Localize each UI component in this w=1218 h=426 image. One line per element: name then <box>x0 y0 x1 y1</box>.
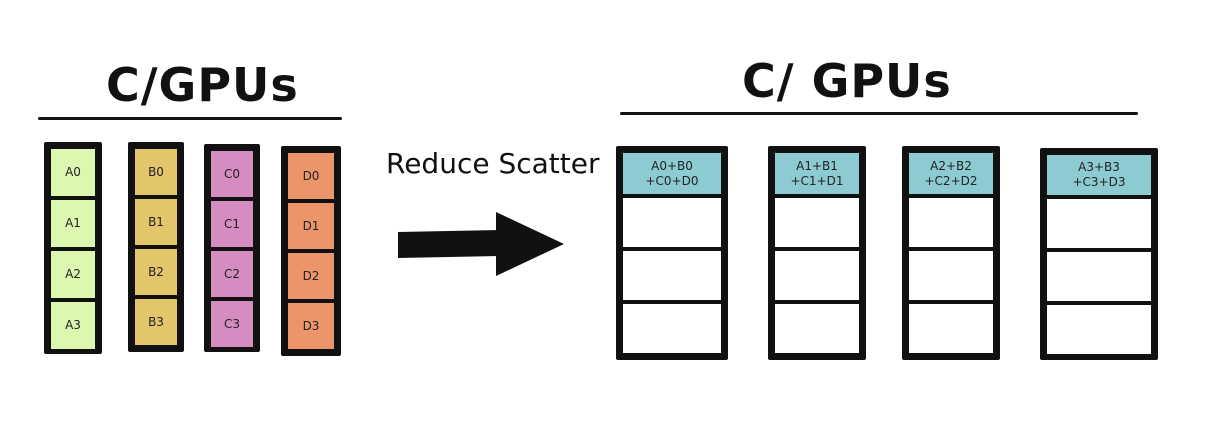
right-gpu-1-chunk-1: A0+B0 +C0+D0 <box>621 151 723 196</box>
left-gpu-4-chunk-1: D0 <box>286 151 336 201</box>
right-gpu-1-chunk-3 <box>621 249 723 302</box>
right-gpu-2-chunk-3 <box>773 249 861 302</box>
right-gpu-4-chunk-2 <box>1045 197 1153 250</box>
right-gpu-1-chunk-4 <box>621 302 723 355</box>
right-arrow-icon <box>398 212 564 276</box>
left-gpu-4-chunk-2: D1 <box>286 201 336 251</box>
right-gpu-4-chunk-3 <box>1045 250 1153 303</box>
right-gpu-2-chunk-1: A1+B1 +C1+D1 <box>773 151 861 196</box>
arrow-head <box>496 212 564 276</box>
left-gpu-3-chunk-4: C3 <box>209 299 255 349</box>
left-gpu-4-chunk-4: D3 <box>286 301 336 351</box>
left-gpu-2-chunk-3: B2 <box>133 247 179 297</box>
left-gpu-2-chunk-2: B1 <box>133 197 179 247</box>
right-gpu-3-chunk-3 <box>907 249 995 302</box>
right-gpu-1: A0+B0 +C0+D0 <box>616 146 728 360</box>
right-gpu-3-chunk-4 <box>907 302 995 355</box>
left-gpu-2-chunk-4: B3 <box>133 297 179 347</box>
left-title: C/GPUs <box>106 58 299 112</box>
left-gpu-1-chunk-4: A3 <box>49 300 97 351</box>
left-gpu-3-chunk-1: C0 <box>209 149 255 199</box>
right-gpu-4-chunk-4 <box>1045 303 1153 356</box>
right-gpu-2-chunk-4 <box>773 302 861 355</box>
right-gpu-3-chunk-1: A2+B2 +C2+D2 <box>907 151 995 196</box>
left-title-underline <box>38 117 342 120</box>
right-gpu-4: A3+B3 +C3+D3 <box>1040 148 1158 360</box>
right-gpu-3-chunk-2 <box>907 196 995 249</box>
left-gpu-2-chunk-1: B0 <box>133 147 179 197</box>
left-gpu-4-chunk-3: D2 <box>286 251 336 301</box>
right-gpu-4-chunk-1: A3+B3 +C3+D3 <box>1045 153 1153 197</box>
left-gpu-3-chunk-2: C1 <box>209 199 255 249</box>
right-gpu-2: A1+B1 +C1+D1 <box>768 146 866 360</box>
arrow-shaft <box>398 230 500 258</box>
right-gpu-1-chunk-2 <box>621 196 723 249</box>
right-title: C/ GPUs <box>742 54 952 108</box>
operation-label: Reduce Scatter <box>386 147 600 180</box>
right-gpu-2-chunk-2 <box>773 196 861 249</box>
right-gpu-3: A2+B2 +C2+D2 <box>902 146 1000 360</box>
left-gpu-3-chunk-3: C2 <box>209 249 255 299</box>
right-title-underline <box>620 112 1138 115</box>
left-gpu-1-chunk-1: A0 <box>49 147 97 198</box>
left-gpu-1-chunk-3: A2 <box>49 249 97 300</box>
left-gpu-1-chunk-2: A1 <box>49 198 97 249</box>
